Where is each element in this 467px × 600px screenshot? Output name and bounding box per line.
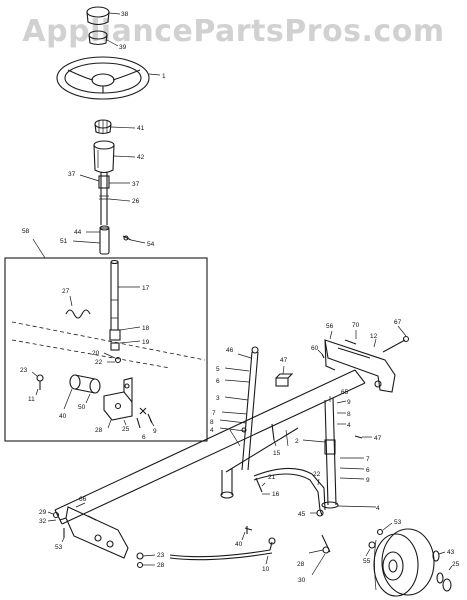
steering-cap — [86, 6, 110, 26]
callout-26-upper: 26 — [132, 198, 140, 205]
left-axle-plate — [59, 506, 129, 559]
callout-67: 67 — [394, 319, 402, 326]
callout-65: 65 — [341, 389, 349, 396]
callout-28-right: 28 — [297, 561, 305, 568]
callout-40-lower: 40 — [235, 541, 243, 548]
left-steering-rod — [241, 346, 259, 471]
callout-20: 20 — [92, 350, 100, 357]
steering-shaft-upper — [98, 172, 110, 225]
callout-1: 1 — [162, 73, 166, 80]
callout-70: 70 — [352, 322, 360, 329]
callout-8-left: 8 — [210, 419, 214, 426]
sector-bushing — [69, 374, 101, 394]
column-housing — [93, 140, 115, 174]
callout-47-right: 47 — [374, 435, 382, 442]
callout-56: 56 — [326, 323, 334, 330]
callout-6-right: 6 — [366, 467, 370, 474]
callout-3: 3 — [216, 395, 220, 402]
shaft-coupler — [99, 225, 110, 255]
drag-link — [169, 537, 276, 561]
pivot-bolt — [36, 374, 44, 390]
front-axle — [54, 369, 366, 525]
bushing — [94, 119, 112, 135]
front-wheel — [373, 528, 435, 597]
callout-53-right: 53 — [394, 519, 402, 526]
callout-4-lower-right: 4 — [376, 505, 380, 512]
callout-47-upper: 47 — [280, 357, 288, 364]
callout-30: 30 — [298, 577, 306, 584]
callout-22-inset: 22 — [95, 359, 103, 366]
steering-wheel — [56, 56, 150, 100]
callout-16: 16 — [272, 491, 280, 498]
callout-29: 29 — [39, 509, 47, 516]
callout-37-left: 37 — [68, 171, 76, 178]
callout-25-inset: 25 — [122, 426, 130, 433]
pinion-gear — [109, 329, 121, 351]
callout-53-left: 53 — [55, 544, 63, 551]
callout-25-right: 25 — [452, 561, 460, 568]
callout-51: 51 — [60, 238, 68, 245]
callout-55: 55 — [363, 558, 371, 565]
callout-44: 44 — [74, 229, 82, 236]
callout-22-lower: 22 — [313, 471, 321, 478]
callout-11: 11 — [28, 396, 35, 403]
steering-adapter — [88, 30, 108, 46]
callout-2: 2 — [295, 438, 299, 445]
callout-66: 66 — [79, 496, 87, 503]
callout-46: 46 — [226, 347, 234, 354]
callout-41: 41 — [137, 125, 145, 132]
callout-39: 39 — [119, 44, 127, 51]
callout-42: 42 — [137, 154, 145, 161]
callout-4-right: 4 — [347, 422, 351, 429]
callout-28-inset: 28 — [95, 427, 103, 434]
callout-19: 19 — [142, 339, 150, 346]
axle-support-bracket — [324, 339, 396, 393]
callout-60: 60 — [311, 345, 319, 352]
axle-pivot-block — [275, 373, 294, 387]
callout-58: 58 — [22, 228, 30, 235]
steering-shaft-lower — [110, 259, 119, 330]
callout-32-left: 32 — [39, 518, 47, 525]
callout-7-left: 7 — [212, 410, 216, 417]
callout-7-right: 7 — [366, 456, 370, 463]
callout-54: 54 — [147, 241, 155, 248]
callout-12: 12 — [370, 333, 378, 340]
callout-9-inset: 9 — [153, 428, 157, 435]
callout-10: 10 — [262, 566, 270, 573]
callout-40-inset: 40 — [59, 413, 67, 420]
callout-27: 27 — [62, 288, 70, 295]
callout-37-right: 37 — [132, 181, 140, 188]
callout-15: 15 — [273, 450, 281, 457]
callout-6-left: 6 — [216, 378, 220, 385]
callout-28-lower: 28 — [157, 562, 165, 569]
callout-5: 5 — [216, 366, 220, 373]
callout-43: 43 — [447, 549, 455, 556]
inset-box — [4, 257, 208, 442]
callout-8-right: 8 — [347, 411, 351, 418]
steering-bracket — [103, 377, 133, 421]
callout-9-right-1: 9 — [347, 399, 351, 406]
callout-6-inset: 6 — [142, 434, 146, 441]
callout-21: 21 — [268, 474, 276, 481]
callout-50: 50 — [78, 404, 86, 411]
tie-rod — [225, 427, 326, 516]
callout-18: 18 — [142, 325, 150, 332]
callout-9-right-2: 9 — [366, 477, 370, 484]
callout-23-lower: 23 — [157, 552, 165, 559]
steering-spring — [65, 309, 91, 319]
pivot-spindle — [220, 468, 234, 499]
callout-17: 17 — [142, 285, 150, 292]
callout-23-inset: 23 — [20, 367, 28, 374]
callout-4-left: 4 — [210, 427, 214, 434]
right-spindle — [321, 397, 339, 509]
callout-38: 38 — [121, 11, 129, 18]
callout-45: 45 — [298, 511, 306, 518]
